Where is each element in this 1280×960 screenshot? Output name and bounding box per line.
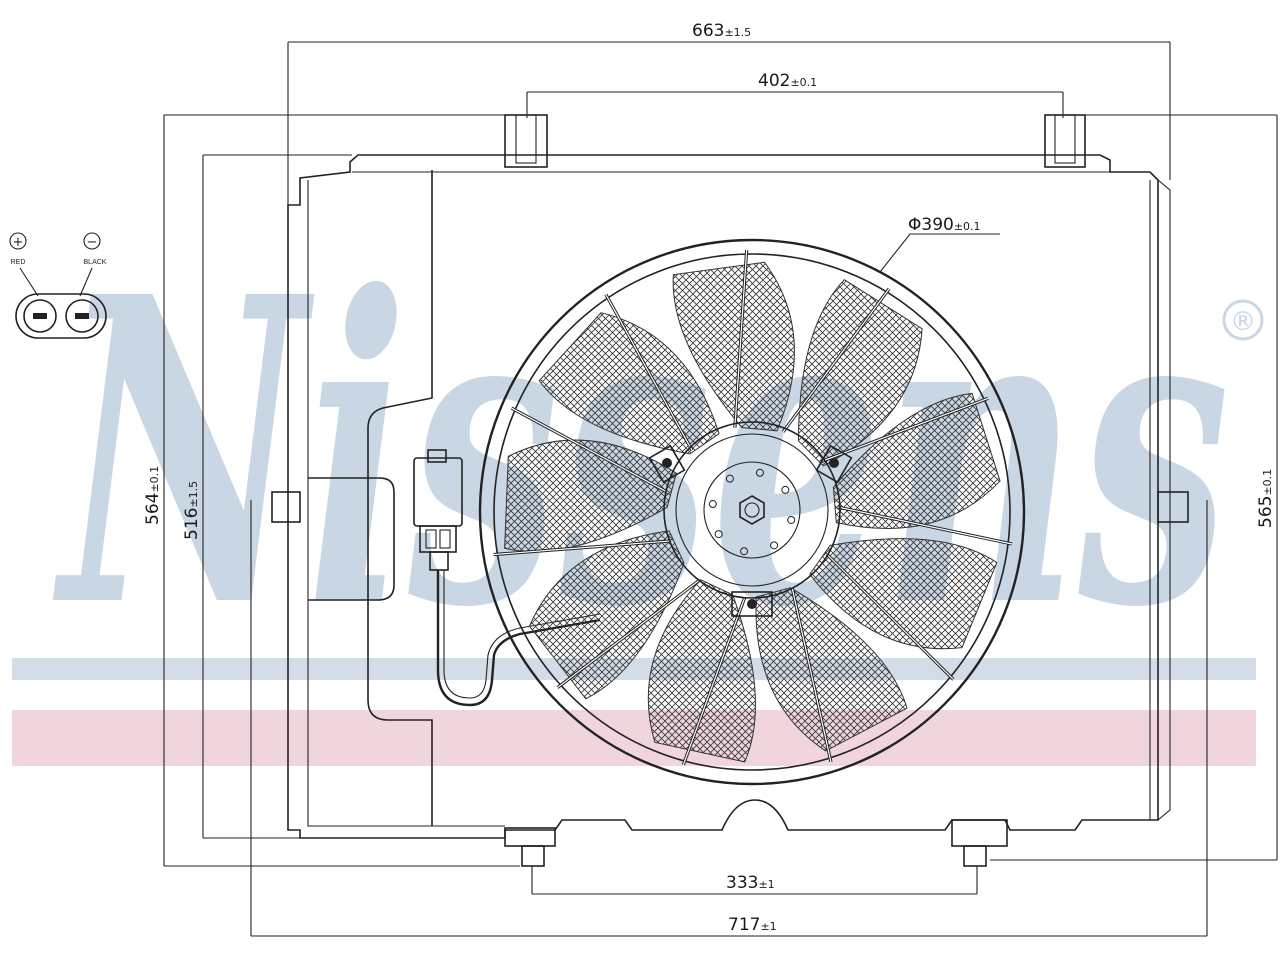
hub-lug-top-right [815,444,853,484]
connector-diagram: + − RED BLACK [9,232,107,339]
plus-terminal-icon: + [9,232,27,250]
fan-strut [511,407,669,494]
fan-blade [647,579,756,763]
fan-struts [493,249,1013,766]
hub-bolt-hole [781,485,790,494]
wire-harness [413,449,601,707]
dim-mount-spacing-top: 402±0.1 [758,71,817,91]
dimension-labels: 663±1.5 402±0.1 Φ390±0.1 564±0.1 516±1.5… [143,21,1276,935]
bottom-mount-right [951,819,1008,867]
dim-height-right: 565±0.1 [1256,469,1276,528]
hub-bolt-hole [787,515,796,524]
registered-mark-circle [1222,299,1264,341]
hub-bolt-hole [708,500,717,509]
fan-strut [791,587,832,762]
top-mount-right [1044,114,1086,168]
svg-text:−: − [87,235,98,250]
fan-blade [528,530,685,700]
fan-strut [493,540,672,556]
fan-blades [504,261,1001,763]
connector-plug-icon [15,293,107,339]
dim-fan-diameter: Φ390±0.1 [908,215,981,235]
dim-overall-width-top: 663±1.5 [692,21,751,41]
fan-blade [755,587,908,752]
fan-strut [782,288,890,433]
dimension-lines [163,41,1278,937]
hub-lug-top-left [648,444,686,484]
fan-strut [605,294,693,451]
dim-mount-spacing-bottom: 333±1 [726,873,775,893]
fan-strut [821,397,989,462]
fan-blade [504,439,677,553]
hub-bolt-hole [725,474,734,483]
fan-strut [837,506,1013,545]
minus-terminal-icon: − [83,232,101,250]
dim-overall-width-bottom: 717±1 [728,915,777,935]
fan-strut [682,597,746,766]
fan-blade [809,538,998,650]
fan-strut [826,553,954,680]
watermark-stripe-blue [12,658,1256,680]
fan-strut [734,250,748,428]
fan-ring-outer [478,238,1026,786]
hub-bolt-hole [755,468,764,477]
top-mount-left [504,114,548,168]
svg-text:+: + [13,235,24,250]
hub-bolt-hole [740,547,749,556]
registered-mark: ® [1230,307,1256,337]
fan-ring-inner [493,253,1011,771]
fan-blade [797,279,923,467]
fan [478,238,1026,786]
bottom-mount-left [504,827,556,867]
minus-wire-label: BLACK [84,259,107,266]
hub-lug-bottom [731,591,773,617]
fan-strut [557,579,700,689]
plus-wire-label: RED [11,259,26,266]
fan-blade [672,261,795,432]
hub-bolt-hole [770,541,779,550]
fan-motor-icon [648,421,853,617]
dim-height-inner-left: 516±1.5 [182,481,202,540]
fan-shroud [271,114,1189,867]
dim-height-outer-left: 564±0.1 [143,466,163,525]
hub-bolt-hole [714,530,723,539]
